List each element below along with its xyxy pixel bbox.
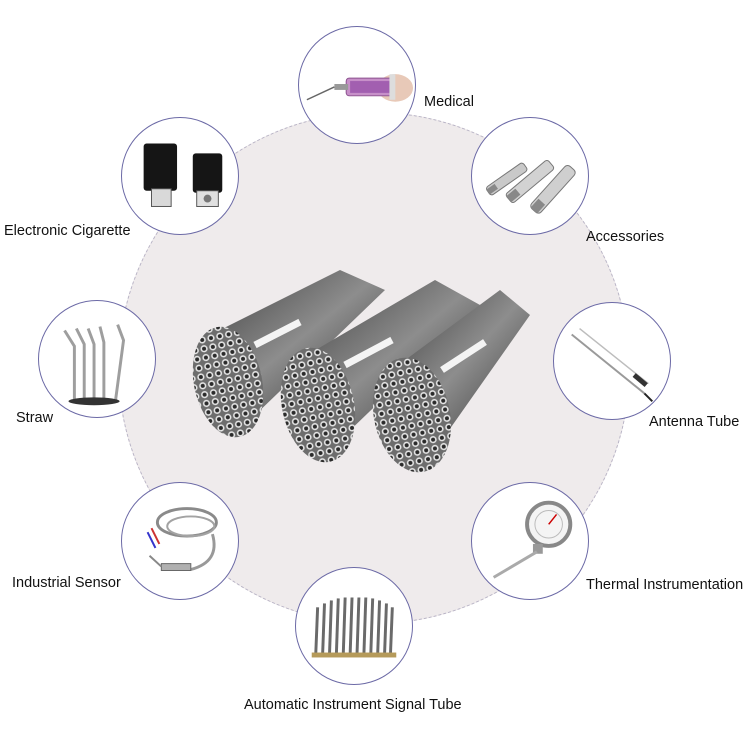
cigarette-label: Electronic Cigarette xyxy=(4,223,131,239)
sensor-label: Industrial Sensor xyxy=(12,575,121,591)
tube-bundles-image xyxy=(180,250,540,480)
bent-straws-image xyxy=(38,300,156,418)
metal-fittings-image xyxy=(471,117,589,235)
syringe-image xyxy=(298,26,416,144)
straw-label: Straw xyxy=(16,410,54,426)
accessories-label: Accessories xyxy=(586,229,665,245)
cable-sensor-image xyxy=(121,482,239,600)
vape-pod-image xyxy=(121,117,239,235)
antenna-label: Antenna Tube xyxy=(649,414,740,430)
thermometer-gauge-image xyxy=(471,482,589,600)
medical-label: Medical xyxy=(424,94,474,110)
tube-array-image xyxy=(295,567,413,685)
thermal-label: Thermal Instrumentation xyxy=(586,577,744,593)
signal-tube-label: Automatic Instrument Signal Tube xyxy=(244,697,462,713)
antenna-rod-image xyxy=(553,302,671,420)
